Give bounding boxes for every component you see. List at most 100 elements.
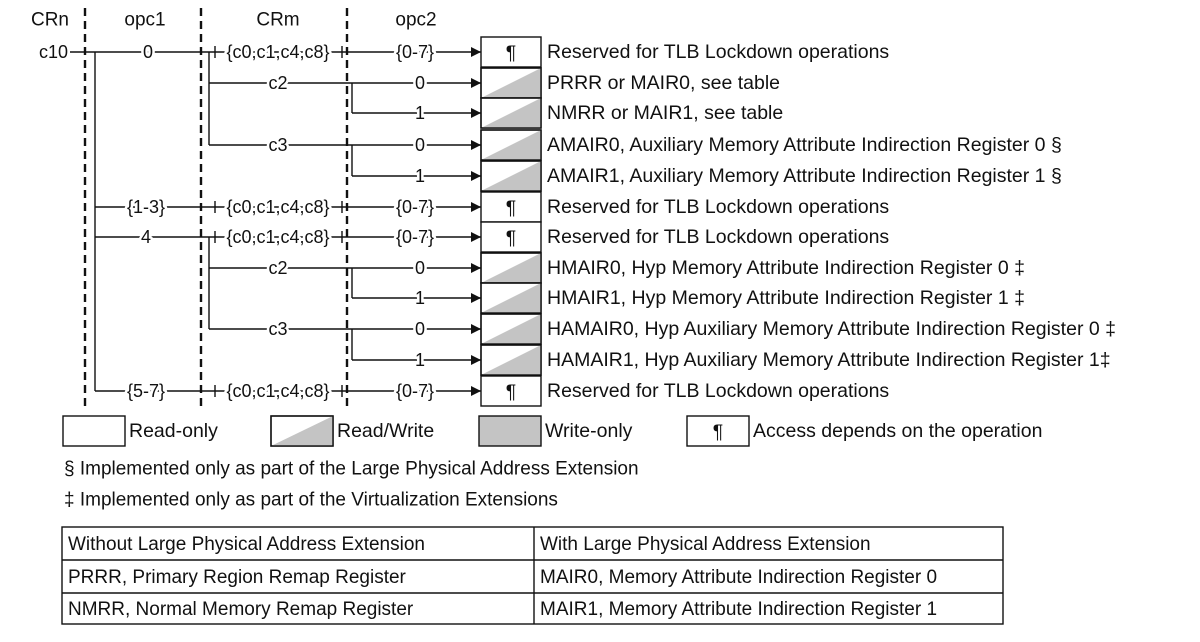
register-description: HAMAIR0, Hyp Auxiliary Memory Attribute … — [547, 318, 1116, 340]
register-description: Reserved for TLB Lockdown operations — [547, 196, 889, 218]
header-opc2: opc2 — [395, 10, 436, 31]
table-header-cell: Without Large Physical Address Extension — [68, 534, 425, 555]
legend-read-only-label: Read-only — [129, 420, 218, 442]
opc2-label: {0-7} — [396, 42, 434, 62]
legend-read-write-fill — [271, 416, 333, 446]
opc2-label: {0-7} — [396, 381, 434, 401]
arrowhead — [471, 202, 481, 212]
footnotes: § Implemented only as part of the Large … — [64, 459, 639, 511]
table-cell: PRRR, Primary Region Remap Register — [68, 567, 407, 588]
crm-label: c2 — [268, 258, 287, 278]
read-write-fill — [481, 253, 541, 283]
arrowhead — [471, 140, 481, 150]
footnote-lpae: § Implemented only as part of the Large … — [64, 459, 639, 480]
read-write-fill — [481, 314, 541, 344]
opc2-label: 0 — [415, 258, 425, 278]
opc2-label: 1 — [415, 166, 425, 186]
table-cell: MAIR1, Memory Attribute Indirection Regi… — [540, 599, 937, 620]
pilcrow-symbol: ¶ — [506, 227, 516, 249]
opc2-label: 0 — [415, 319, 425, 339]
arrowhead — [471, 324, 481, 334]
register-description: HMAIR1, Hyp Memory Attribute Indirection… — [547, 287, 1025, 309]
connector-lines — [70, 46, 481, 397]
arrowhead — [471, 263, 481, 273]
legend-depends-label: Access depends on the operation — [753, 420, 1042, 442]
register-description: Reserved for TLB Lockdown operations — [547, 380, 889, 402]
access-box-border — [480, 282, 542, 314]
crm-label: {c0,c1,c4,c8} — [226, 381, 329, 401]
read-write-fill — [481, 98, 541, 128]
legend-write-only-box — [478, 415, 542, 447]
crm-label: {c0,c1,c4,c8} — [226, 197, 329, 217]
access-box-border — [480, 129, 542, 161]
table-frame — [61, 526, 1004, 625]
crm-label: {c0,c1,c4,c8} — [226, 42, 329, 62]
access-box — [480, 191, 542, 223]
access-box-border — [480, 160, 542, 192]
access-box-border — [480, 344, 542, 376]
opc1-label: 0 — [143, 42, 153, 62]
crm-label: c3 — [268, 135, 287, 155]
read-write-fill — [481, 283, 541, 313]
opc2-label: 0 — [415, 73, 425, 93]
legend-depends-box — [686, 415, 750, 447]
header-crm: CRm — [256, 10, 299, 31]
opc2-label: 1 — [415, 103, 425, 123]
access-box-border — [480, 313, 542, 345]
access-box — [480, 36, 542, 68]
arrowhead — [471, 78, 481, 88]
pilcrow-symbol: ¶ — [506, 381, 516, 403]
legend-write-only-label: Write-only — [545, 420, 633, 442]
legend-read-write-border — [270, 415, 334, 447]
table-cell: MAIR0, Memory Attribute Indirection Regi… — [540, 567, 937, 588]
opc2-label: {0-7} — [396, 197, 434, 217]
crn-value: c10 — [39, 42, 68, 62]
read-write-fill — [481, 345, 541, 375]
pilcrow-symbol: ¶ — [506, 42, 516, 64]
opc2-label: 1 — [415, 350, 425, 370]
read-write-fill — [481, 161, 541, 191]
header-crn: CRn — [31, 10, 69, 31]
crm-label: c2 — [268, 73, 287, 93]
access-box — [480, 375, 542, 407]
register-description: PRRR or MAIR0, see table — [547, 72, 780, 94]
register-description: AMAIR1, Auxiliary Memory Attribute Indir… — [547, 165, 1062, 187]
table-cell: NMRR, Normal Memory Remap Register — [68, 599, 414, 620]
header-opc1: opc1 — [124, 10, 165, 31]
access-box — [480, 221, 542, 253]
crm-label: c3 — [268, 319, 287, 339]
arrowhead — [471, 108, 481, 118]
opc2-label: {0-7} — [396, 227, 434, 247]
opc1-label: {1-3} — [127, 197, 165, 217]
arrowhead — [471, 386, 481, 396]
field-labels: CRn opc1 CRm opc2 c10 0 {1-3} 4 {5-7} {c0,c1,c4,c… — [31, 10, 437, 404]
footnote-virtualization: ‡ Implemented only as part of the Virtua… — [64, 490, 558, 511]
opc1-label: 4 — [141, 227, 151, 247]
register-description: NMRR or MAIR1, see table — [547, 102, 783, 124]
column-separators — [83, 8, 349, 409]
opc1-label: {5-7} — [127, 381, 165, 401]
read-write-fill — [481, 68, 541, 98]
register-description: Reserved for TLB Lockdown operations — [547, 41, 889, 63]
legend: Read-only Read/Write Write-only ¶ Access dep… — [62, 415, 1042, 447]
read-write-fill — [481, 130, 541, 160]
access-boxes: ¶Reserved for TLB Lockdown operationsPRR… — [480, 36, 1116, 407]
arrowhead — [471, 171, 481, 181]
register-description: AMAIR0, Auxiliary Memory Attribute Indir… — [547, 134, 1062, 156]
access-box-border — [480, 97, 542, 129]
pilcrow-symbol: ¶ — [713, 421, 723, 443]
register-description: HMAIR0, Hyp Memory Attribute Indirection… — [547, 257, 1025, 279]
remap-table: Without Large Physical Address Extension… — [61, 526, 1004, 625]
arrowhead — [471, 293, 481, 303]
crm-label: {c0,c1,c4,c8} — [226, 227, 329, 247]
arrowhead — [471, 47, 481, 57]
opc2-label: 1 — [415, 288, 425, 308]
pilcrow-symbol: ¶ — [506, 197, 516, 219]
arrowhead — [471, 355, 481, 365]
register-description: Reserved for TLB Lockdown operations — [547, 226, 889, 248]
opc2-label: 0 — [415, 135, 425, 155]
legend-read-write-label: Read/Write — [337, 420, 434, 442]
table-header-cell: With Large Physical Address Extension — [540, 534, 871, 555]
register-description: HAMAIR1, Hyp Auxiliary Memory Attribute … — [547, 349, 1111, 371]
